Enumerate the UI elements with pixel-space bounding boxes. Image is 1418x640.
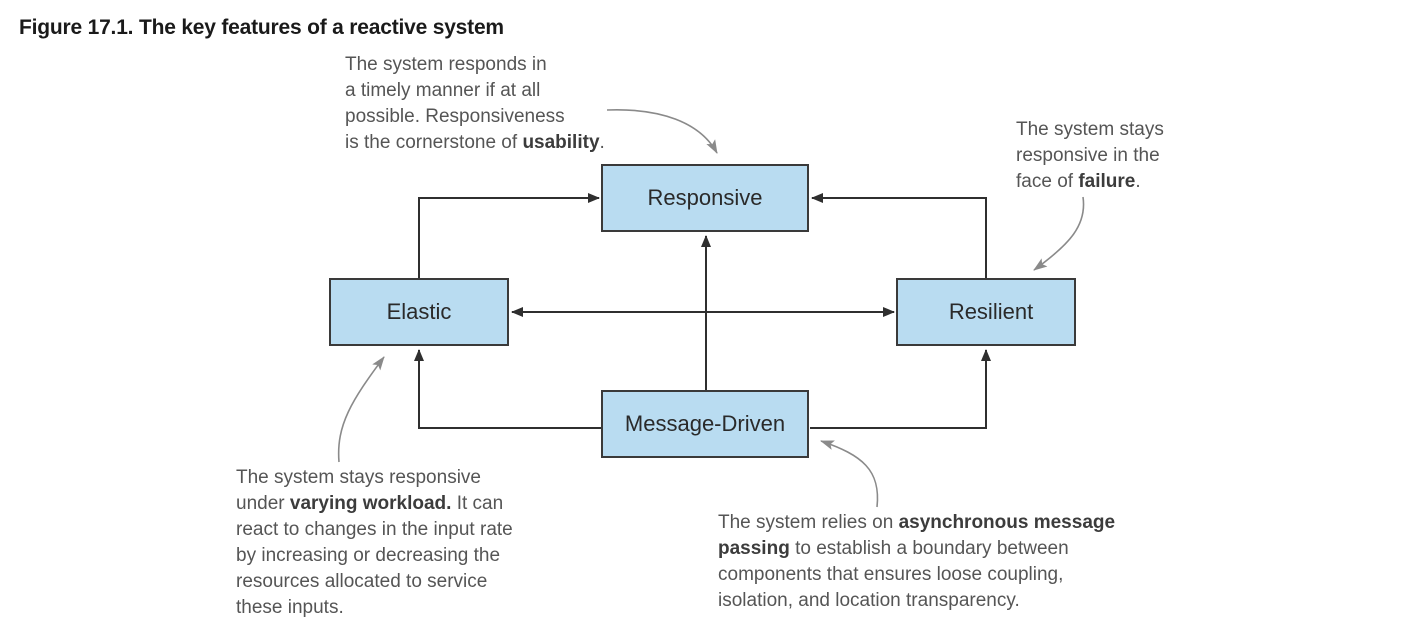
node-elastic-label: Elastic xyxy=(387,299,452,324)
note-line: is the cornerstone of usability. xyxy=(345,132,605,153)
note-line: passing to establish a boundary between xyxy=(718,538,1069,559)
node-resilient-label: Resilient xyxy=(949,299,1033,324)
note-line: isolation, and location transparency. xyxy=(718,590,1020,611)
note-line: by increasing or decreasing the xyxy=(236,545,501,566)
note-line: responsive in the xyxy=(1016,145,1160,166)
callout-arrow-elastic xyxy=(337,356,385,463)
note-line: face of failure. xyxy=(1016,171,1141,192)
note-elastic: The system stays responsive under varyin… xyxy=(236,465,513,621)
callout-arrow-message-driven xyxy=(820,440,879,508)
node-responsive-label: Responsive xyxy=(648,185,763,210)
note-line: react to changes in the input rate xyxy=(236,519,513,540)
edge-resilient-to-responsive xyxy=(811,193,987,279)
note-line: The system stays responsive xyxy=(236,467,481,488)
callout-arrow-responsive xyxy=(606,109,718,154)
callouts xyxy=(337,109,1085,508)
node-message-driven: Message-Driven xyxy=(601,390,809,458)
note-message-driven: The system relies on asynchronous messag… xyxy=(718,510,1115,614)
edge-elastic-to-responsive xyxy=(418,193,600,279)
figure-caption: Figure 17.1. The key features of a react… xyxy=(19,16,504,39)
note-line: The system stays xyxy=(1016,119,1164,140)
note-line: The system relies on asynchronous messag… xyxy=(718,512,1116,533)
node-responsive: Responsive xyxy=(601,164,809,232)
callout-arrow-resilient xyxy=(1033,196,1085,271)
note-line: resources allocated to service xyxy=(236,571,488,592)
edge-message-to-elastic xyxy=(414,349,602,429)
note-line: these inputs. xyxy=(236,597,344,618)
note-line: components that ensures loose coupling, xyxy=(718,564,1064,585)
node-elastic: Elastic xyxy=(329,278,509,346)
note-line: under varying workload. It can xyxy=(236,493,504,514)
node-message-driven-label: Message-Driven xyxy=(625,411,785,436)
edge-message-to-resilient xyxy=(810,349,991,429)
note-line: possible. Responsiveness xyxy=(345,106,565,127)
note-line: The system responds in xyxy=(345,54,547,75)
note-line: a timely manner if at all xyxy=(345,80,541,101)
note-resilient: The system stays responsive in the face … xyxy=(1016,117,1164,195)
connectors xyxy=(414,193,991,429)
node-resilient: Resilient xyxy=(896,278,1076,346)
note-responsive: The system responds in a timely manner i… xyxy=(345,52,605,156)
